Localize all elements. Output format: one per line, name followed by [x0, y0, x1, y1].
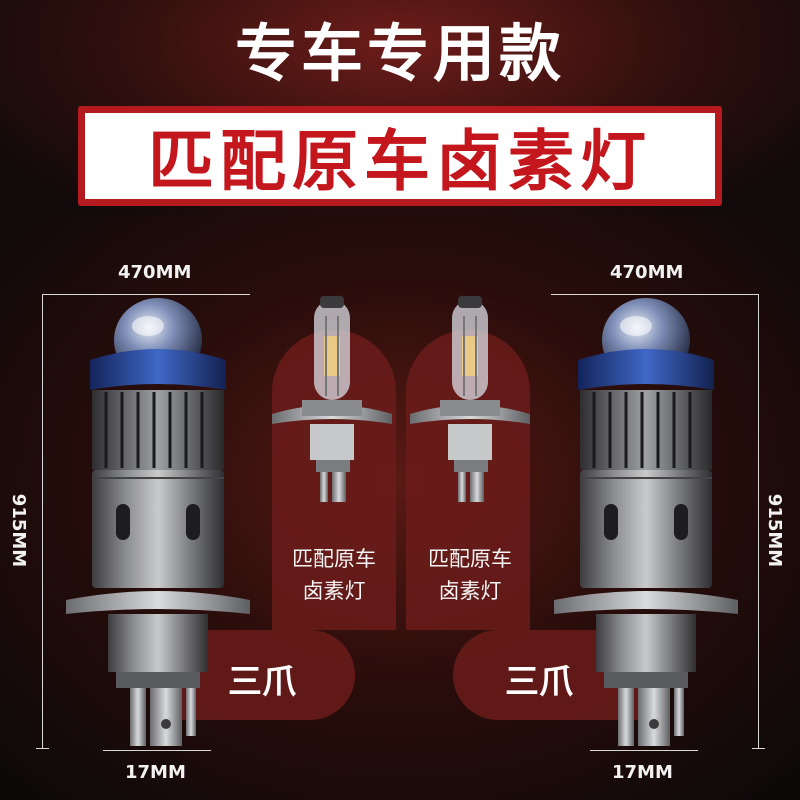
banner: 匹配原车卤素灯 [78, 106, 722, 206]
halogen-left-caption-line2: 卤素灯 [302, 579, 366, 603]
halogen-right-caption-line1: 匹配原车 [428, 547, 512, 571]
left-height-label: 915MM [8, 493, 30, 568]
left-height-line [42, 294, 43, 749]
halogen-left-caption: 匹配原车 卤素灯 [276, 543, 392, 607]
right-base-label: 17MM [612, 762, 673, 783]
led-bulb-left [64, 296, 252, 748]
left-base-line [103, 750, 211, 751]
left-width-line [42, 294, 250, 295]
halogen-left-caption-line1: 匹配原车 [292, 547, 376, 571]
halogen-bulb-right [409, 295, 531, 503]
left-height-tick-bottom [36, 748, 49, 749]
halogen-bulb-left [271, 295, 393, 503]
right-height-line [758, 294, 759, 749]
led-bulb-right [552, 296, 740, 748]
halogen-right-caption: 匹配原车 卤素灯 [412, 543, 528, 607]
banner-text: 匹配原车卤素灯 [148, 123, 652, 200]
right-width-label: 470MM [610, 262, 684, 283]
right-height-tick-bottom [752, 748, 765, 749]
headline: 专车专用款 [234, 16, 565, 90]
claw-right-label: 三爪 [505, 662, 573, 702]
right-base-line [590, 750, 698, 751]
right-width-line [551, 294, 759, 295]
left-base-label: 17MM [125, 762, 186, 783]
left-width-label: 470MM [118, 262, 192, 283]
claw-left-label: 三爪 [228, 662, 296, 702]
right-height-label: 915MM [764, 493, 786, 568]
halogen-right-caption-line2: 卤素灯 [438, 579, 502, 603]
